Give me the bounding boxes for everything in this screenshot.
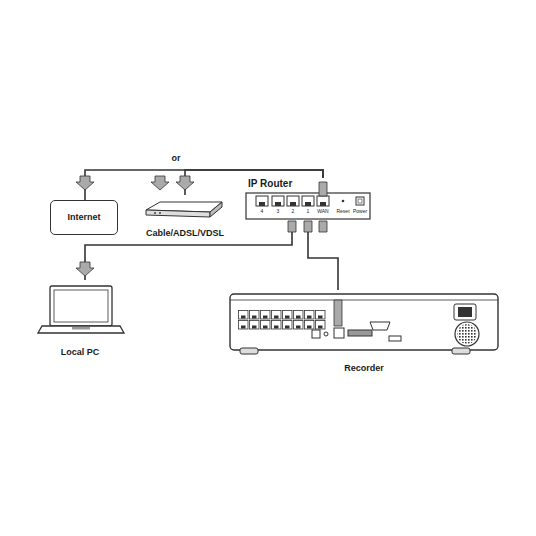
port-label: Power [353, 209, 367, 214]
router-illustration [246, 193, 370, 219]
node-label: IP Router [248, 178, 292, 189]
port-label: Reset [336, 209, 349, 214]
device-node: IP Router [245, 178, 371, 222]
device-node: Local PC [30, 280, 130, 358]
network-cable [185, 170, 323, 195]
port-label: 1 [307, 209, 310, 214]
recorder-illustration [230, 294, 498, 354]
network-cable [308, 222, 338, 290]
modem-illustration [146, 202, 222, 217]
device-node: Cable/ADSL/VDSL [135, 195, 235, 239]
node-label: Local PC [61, 348, 100, 358]
port-label: 3 [277, 209, 280, 214]
node-label: Cable/ADSL/VDSL [146, 229, 224, 239]
device-node: Recorder [228, 290, 500, 374]
node-label: Recorder [344, 364, 384, 374]
port-label: 4 [261, 209, 264, 214]
node-label: Internet [67, 213, 100, 223]
network-box: Internet [50, 200, 118, 235]
port-label: 2 [292, 209, 295, 214]
choice-note: or [172, 154, 181, 163]
port-label: WAN [317, 209, 328, 214]
laptop-illustration [38, 286, 124, 333]
